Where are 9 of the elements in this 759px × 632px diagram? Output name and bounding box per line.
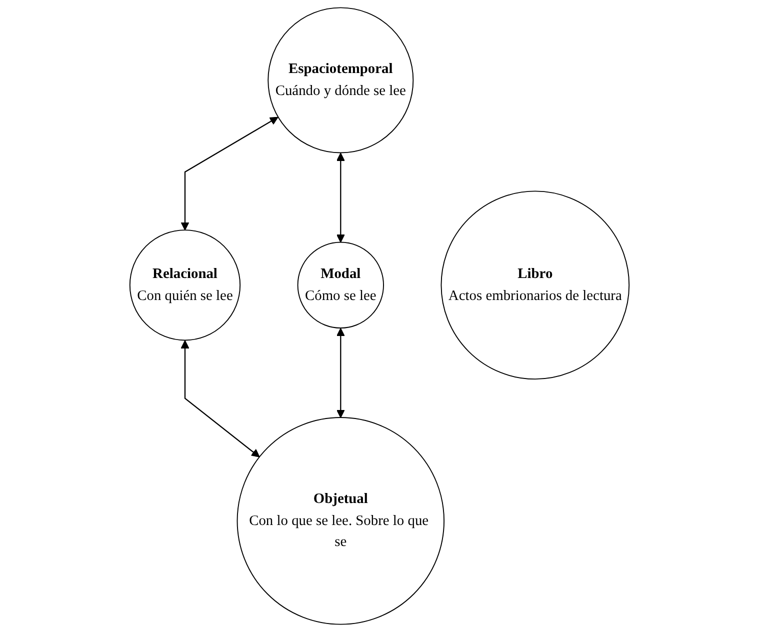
node-circle: Espaciotemporal Cuándo y dónde se lee bbox=[268, 7, 414, 154]
arrow bbox=[180, 340, 260, 458]
node-circle: Objetual Con lo que se lee. Sobre lo que se bbox=[236, 417, 444, 625]
node-circle: Libro Actos embrionarios de lectura bbox=[440, 190, 630, 380]
arrow bbox=[180, 116, 278, 230]
node-circle: Relacional Con quién se lee bbox=[129, 230, 241, 341]
node-circle: Modal Cómo se lee bbox=[297, 242, 384, 328]
arrow bbox=[336, 152, 345, 243]
arrow bbox=[336, 328, 345, 418]
